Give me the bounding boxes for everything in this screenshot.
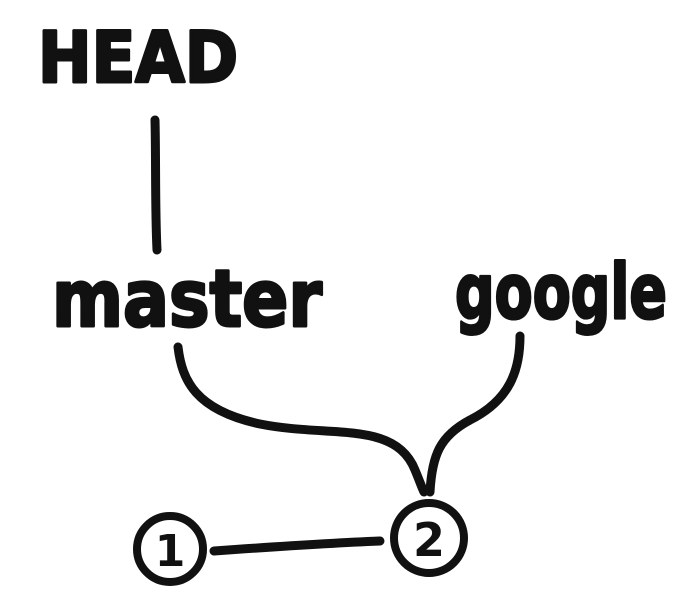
google-to-commit-2-connector — [425, 331, 525, 497]
commit-label-2: 2 — [413, 513, 445, 567]
commit-circle-2 — [390, 499, 468, 577]
commit-label-1: 1 — [155, 526, 186, 577]
master-to-commit-2-connector — [173, 342, 429, 497]
commit-circle-1 — [133, 512, 207, 586]
commit-node-1: 1 — [133, 512, 207, 586]
google-branch-label: google — [455, 247, 667, 336]
head-to-master-connector — [150, 115, 162, 255]
commit-node-2: 2 — [390, 499, 468, 577]
head-label: HEAD — [38, 17, 238, 99]
master-branch-label: master — [52, 255, 322, 345]
commit-1-to-commit-2-connector — [209, 536, 385, 556]
